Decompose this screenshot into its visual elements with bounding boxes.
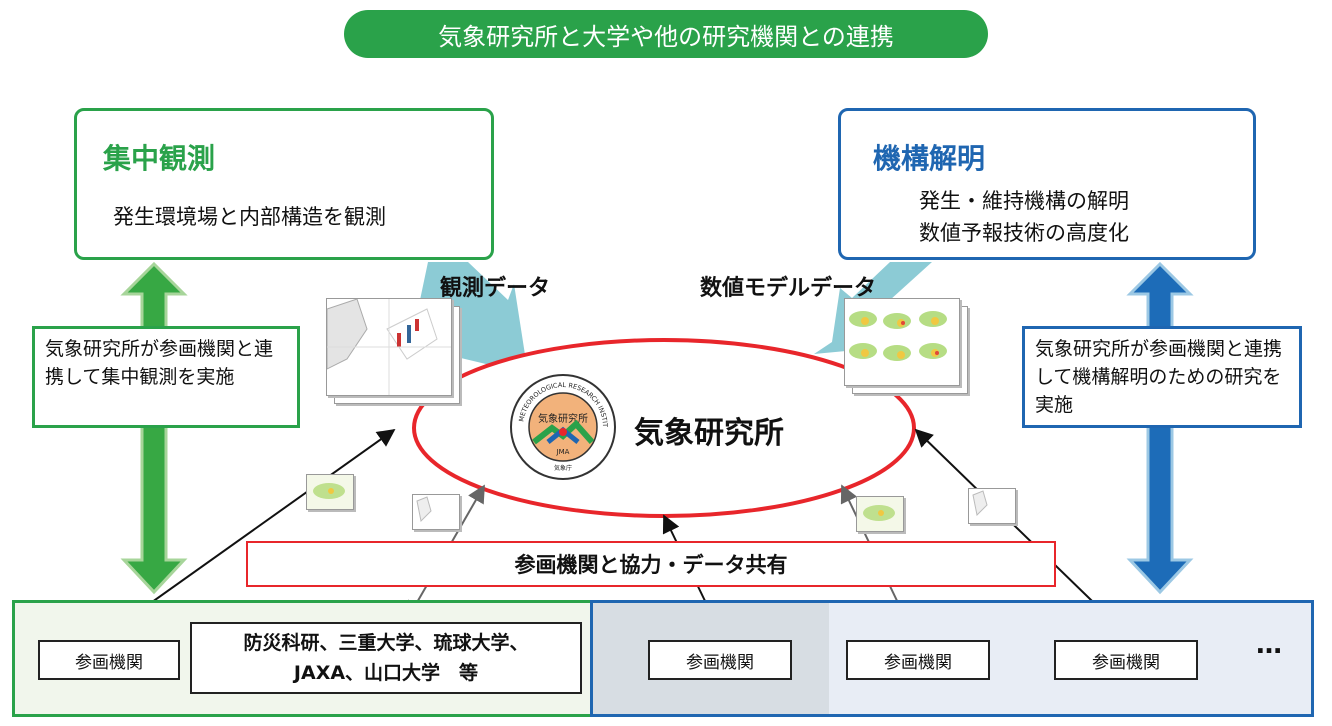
mri-name: 気象研究所 <box>634 416 784 451</box>
obs-data-arrow <box>420 262 528 374</box>
mechanism-line-2: 数値予報技術の高度化 <box>919 221 1129 245</box>
intensive-observation-title: 集中観測 <box>103 142 216 175</box>
observation-data-label: 観測データ <box>440 276 551 301</box>
named-orgs-box: 防災科研、三重大学、琉球大学、 JAXA、山口大学 等 <box>190 622 582 694</box>
more-participants-ellipsis: … <box>1256 630 1282 660</box>
blue-double-arrow <box>1126 261 1194 595</box>
mri-logo: METEOROLOGICAL RESEARCH INSTITUTE 気象研究所 … <box>505 366 618 482</box>
left-note: 気象研究所が参画機関と連携して集中観測を実施 <box>32 326 300 428</box>
mechanism-panel: 機構解明 発生・維持機構の解明 数値予報技術の高度化 <box>838 108 1256 260</box>
right-note: 気象研究所が参画機関と連携して機構解明のための研究を実施 <box>1022 326 1302 428</box>
mechanism-line-1: 発生・維持機構の解明 <box>919 189 1129 213</box>
link-left-participant <box>108 428 396 634</box>
intensive-observation-panel: 集中観測 発生環境場と内部構造を観測 <box>74 108 494 260</box>
named-orgs-line-2: JAXA、山口大学 等 <box>293 662 479 684</box>
named-orgs-line-1: 防災科研、三重大学、琉球大学、 <box>243 632 529 654</box>
model-data-label: 数値モデルデータ <box>700 276 877 301</box>
participant-box-4: 参画機関 <box>1054 640 1198 680</box>
green-double-arrow <box>120 261 188 595</box>
participant-box-3: 参画機関 <box>846 640 990 680</box>
logo-inner-text: 気象研究所 <box>538 412 588 425</box>
link-right-participant-2 <box>914 428 1126 634</box>
intensive-observation-text: 発生環境場と内部構造を観測 <box>113 205 386 229</box>
mechanism-title: 機構解明 <box>873 142 986 175</box>
participant-box-1: 参画機関 <box>38 640 180 680</box>
diagram-title: 気象研究所と大学や他の研究機関との連携 <box>344 10 988 58</box>
participant-box-2: 参画機関 <box>648 640 792 680</box>
data-sharing-bar: 参画機関と協力・データ共有 <box>246 541 1056 587</box>
logo-agency: 気象庁 <box>554 464 572 472</box>
logo-abbr: JMA <box>556 448 570 456</box>
